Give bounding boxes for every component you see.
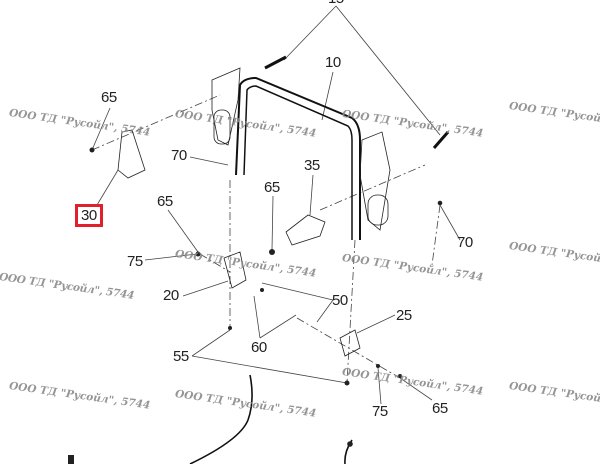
callout-25[interactable]: 25 <box>396 307 412 324</box>
leader-35 <box>309 174 314 216</box>
cable <box>189 374 253 464</box>
leader-15 <box>283 5 441 136</box>
leader-10 <box>321 71 334 121</box>
leader-65a <box>91 107 111 151</box>
leader-65c <box>167 209 199 253</box>
leader-65b <box>271 195 274 251</box>
fasteners <box>68 147 443 464</box>
leader-70a <box>189 156 229 166</box>
callout-20[interactable]: 20 <box>163 287 179 304</box>
part-30-bracket <box>117 129 146 179</box>
center-lines <box>91 94 441 384</box>
leader-60 <box>253 295 297 339</box>
part-retractor-right <box>359 131 391 231</box>
callout-55[interactable]: 55 <box>173 348 189 365</box>
leader-65d <box>399 377 433 401</box>
callout-30-highlighted[interactable]: 30 <box>75 204 103 227</box>
leader-70b <box>439 204 461 241</box>
leader-75a <box>144 253 198 261</box>
leader-75b <box>377 367 382 405</box>
callout-65[interactable]: 65 <box>264 179 280 196</box>
callout-10[interactable]: 10 <box>325 54 341 71</box>
callout-35[interactable]: 35 <box>304 157 320 174</box>
leader-55 <box>191 329 348 384</box>
callout-70[interactable]: 70 <box>457 234 473 251</box>
callout-70[interactable]: 70 <box>171 147 187 164</box>
leader-30 <box>96 169 119 206</box>
part-10-frame <box>235 76 361 240</box>
part-retractor-left <box>211 67 241 146</box>
callout-65[interactable]: 65 <box>101 89 117 106</box>
callout-65[interactable]: 65 <box>157 193 173 210</box>
part-35-bracket <box>285 214 326 246</box>
callout-65[interactable]: 65 <box>432 400 448 417</box>
callout-15[interactable]: 15 <box>328 0 344 6</box>
leader-25 <box>356 314 396 334</box>
leader-50 <box>261 282 334 323</box>
part-15-bolts <box>264 55 450 149</box>
callout-60[interactable]: 60 <box>251 339 267 356</box>
callout-75[interactable]: 75 <box>372 403 388 420</box>
callout-50[interactable]: 50 <box>332 292 348 309</box>
part-20-bracket <box>223 251 247 289</box>
callout-75[interactable]: 75 <box>127 253 143 270</box>
leader-20 <box>182 280 229 297</box>
part-25-bracket <box>339 329 361 357</box>
